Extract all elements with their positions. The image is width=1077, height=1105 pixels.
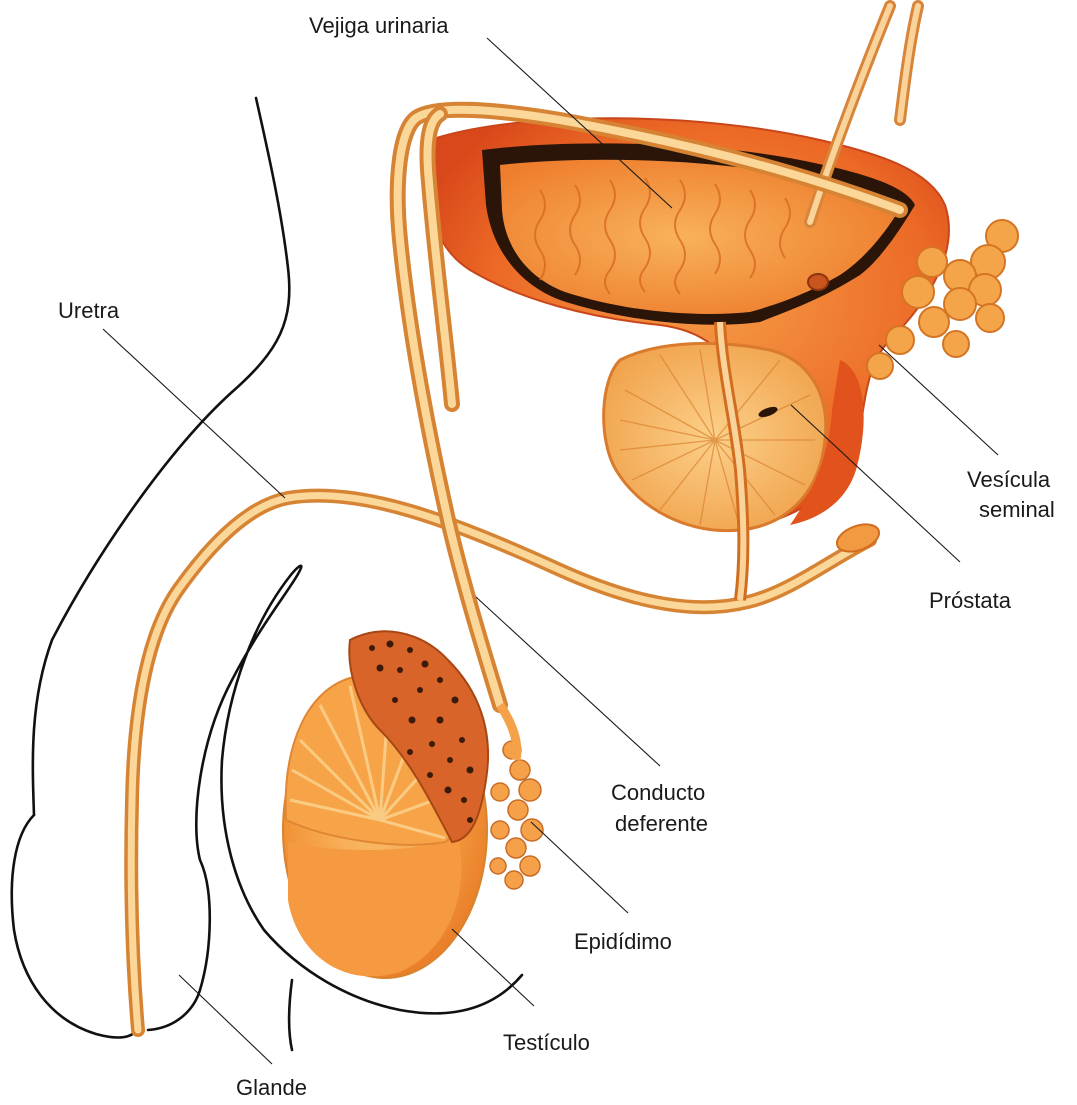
label-epididimo: Epidídimo [574, 929, 672, 954]
leader-vesicula [879, 345, 998, 455]
label-uretra: Uretra [58, 298, 120, 323]
leader-epididimo [531, 822, 628, 913]
label-testiculo: Testículo [503, 1030, 590, 1055]
leader-glande [179, 975, 272, 1064]
leader-conducto [476, 597, 660, 766]
label-prostata: Próstata [929, 588, 1012, 613]
urethra [131, 496, 883, 1030]
leader-uretra [103, 329, 285, 498]
label-glande: Glande [236, 1075, 307, 1100]
leader-testiculo [452, 929, 534, 1006]
label-vejiga-urinaria: Vejiga urinaria [309, 13, 449, 38]
label-conducto-line2: deferente [615, 811, 708, 836]
label-conducto-line1: Conducto [611, 780, 705, 805]
label-vesicula-line1: Vesícula [967, 467, 1051, 492]
label-vesicula-line2: seminal [979, 497, 1055, 522]
